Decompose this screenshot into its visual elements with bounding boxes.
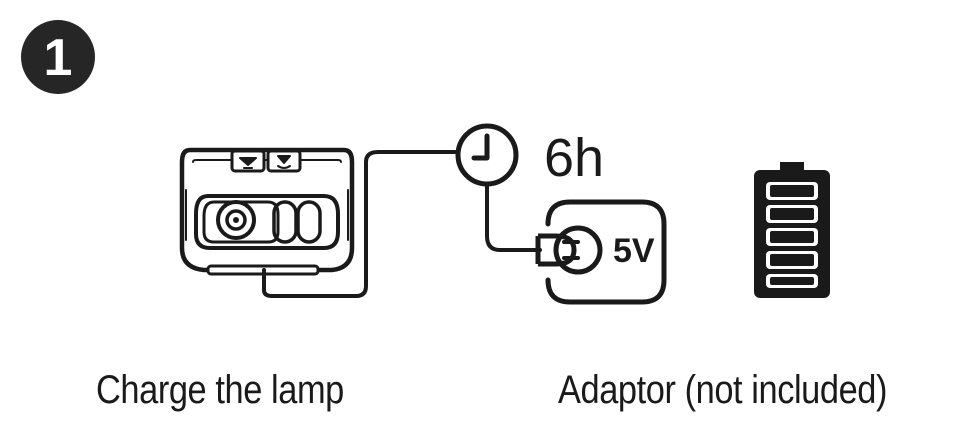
duration-label: 6h	[544, 128, 604, 188]
caption-adaptor: Adaptor (not included)	[558, 368, 888, 412]
adapter-cable	[485, 182, 542, 252]
step-badge: 1	[21, 20, 95, 94]
charging-cable	[262, 150, 458, 298]
caption-charge-lamp: Charge the lamp	[96, 368, 344, 412]
clock-icon	[455, 123, 519, 187]
headlamp-icon	[179, 147, 355, 276]
battery-full-icon	[754, 162, 830, 298]
voltage-label: 5V	[613, 232, 655, 270]
step-number: 1	[44, 29, 73, 87]
usb-plug-icon	[535, 199, 667, 305]
